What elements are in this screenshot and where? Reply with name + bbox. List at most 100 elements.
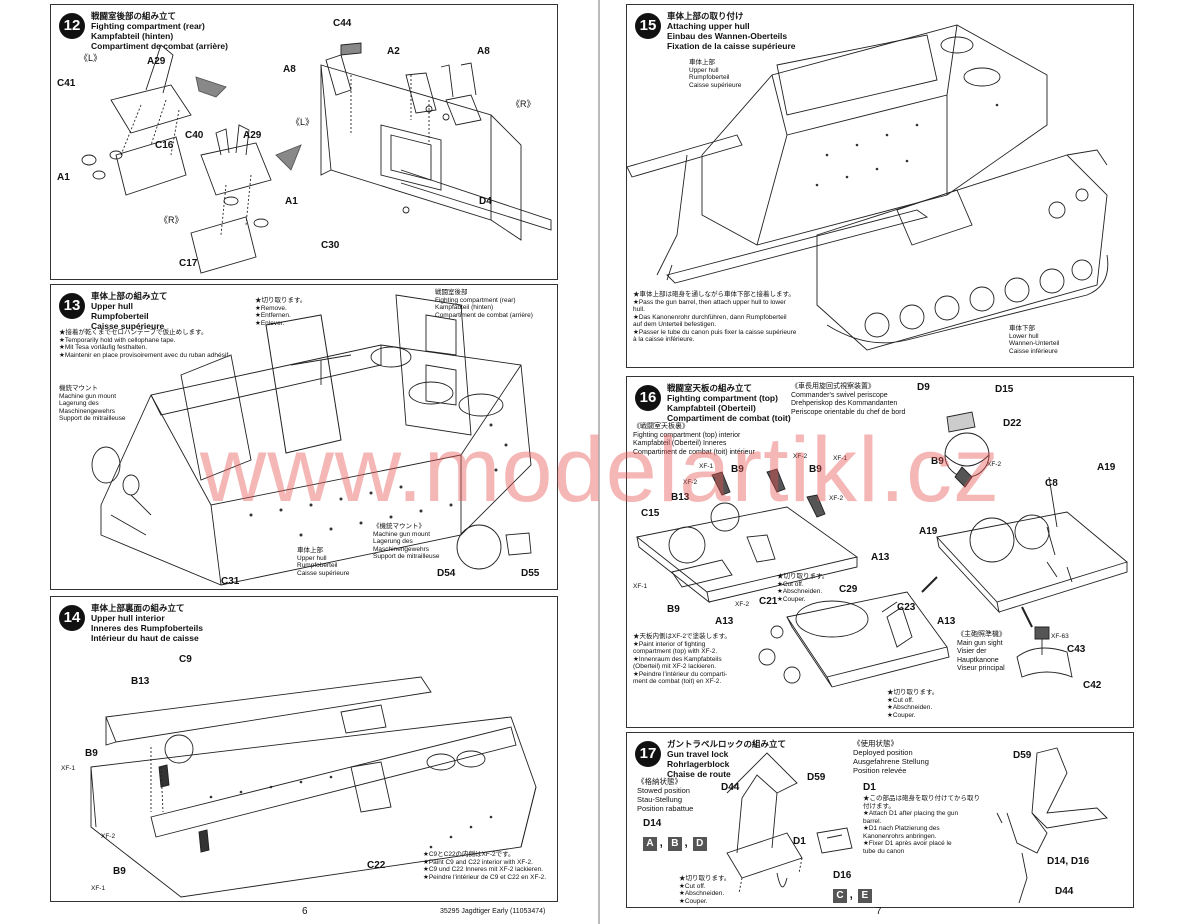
step-13-drawing	[51, 285, 558, 590]
paint-code: XF-2	[683, 479, 698, 486]
paint-note: ★C9とC22の内側はXF-2です。★Paint C9 and C22 inte…	[423, 851, 547, 881]
paint-code: XF-63	[1051, 633, 1069, 640]
part-label: D22	[1003, 418, 1022, 429]
paint-note: ★天板内側はXF-2で塗装します。★Paint interior of figh…	[633, 633, 731, 685]
part-label: D54	[437, 568, 456, 579]
part-label: B9	[931, 456, 944, 467]
part-label: A19	[919, 526, 938, 537]
page-gutter	[598, 0, 600, 924]
part-label: D4	[479, 196, 492, 207]
left-side-label: 《L》	[291, 117, 315, 127]
step-14-drawing	[51, 597, 558, 902]
part-label: C44	[333, 18, 352, 29]
right-side-label: 《R》	[511, 99, 536, 109]
letter-codes-abd: A, B, D	[643, 833, 709, 851]
part-label: C30	[321, 240, 340, 251]
part-label: D59	[1013, 750, 1032, 761]
part-label: A13	[715, 616, 734, 627]
part-label: C42	[1083, 680, 1102, 691]
paint-code: XF-2	[829, 495, 844, 502]
part-label: C15	[641, 508, 660, 519]
part-label: B13	[131, 676, 150, 687]
part-label: C8	[1045, 478, 1058, 489]
step-number: 16	[635, 385, 661, 411]
d1-note: ★この部品は砲身を取り付けてから取り付けます。 ★Attach D1 after…	[863, 795, 980, 855]
part-label: D1	[793, 836, 806, 847]
tape-note: ★接着が乾くまでセロハンテープで仮止めします。★Temporarily hold…	[59, 329, 230, 359]
part-label: B9	[809, 464, 822, 475]
paint-code: XF-2	[793, 453, 808, 460]
step-number: 12	[59, 13, 85, 39]
paint-code: XF-1	[91, 885, 106, 892]
part-label: A8	[477, 46, 490, 57]
part-label: A29	[243, 130, 262, 141]
paint-code: XF-2	[735, 601, 750, 608]
part-label: C41	[57, 78, 76, 89]
part-label: B9	[113, 866, 126, 877]
part-label: A1	[285, 196, 298, 207]
part-label: B9	[731, 464, 744, 475]
part-label: C31	[221, 576, 240, 587]
step-number: 14	[59, 605, 85, 631]
part-label: D1	[863, 782, 876, 793]
part-label: C22	[367, 860, 386, 871]
part-label: C9	[179, 654, 192, 665]
paint-code: XF-1	[833, 455, 848, 462]
step-12-drawing	[51, 5, 558, 280]
part-label: C40	[185, 130, 204, 141]
deployed-note: 《使用状態》Deployed position Ausgefahrene Ste…	[853, 739, 929, 775]
part-label: C21	[759, 596, 778, 607]
part-label: D14, D16	[1047, 856, 1090, 867]
paint-code: XF-2	[987, 461, 1002, 468]
step-number: 15	[635, 13, 661, 39]
part-label: D9	[917, 382, 930, 393]
part-label: A1	[57, 172, 70, 183]
part-label: D14	[643, 818, 662, 829]
part-label: C16	[155, 140, 174, 151]
part-label: D44	[721, 782, 740, 793]
part-label: C29	[839, 584, 858, 595]
part-label: A13	[937, 616, 956, 627]
periscope-note: 《車長用旋回式視察装置》Commander's swivel periscope…	[791, 383, 906, 416]
part-label: C23	[897, 602, 916, 613]
step-17-drawing	[627, 733, 1134, 908]
page-number-left: 6	[302, 906, 308, 917]
part-label: B9	[85, 748, 98, 759]
assembly-note: ★車体上部は砲身を通しながら車体下部と接着します。★Pass the gun b…	[633, 291, 797, 343]
paint-code: XF-1	[633, 583, 648, 590]
part-label: A8	[283, 64, 296, 75]
step-number: 13	[59, 293, 85, 319]
part-label: D16	[833, 870, 852, 881]
step-number: 17	[635, 741, 661, 767]
cut-off-note: ★切り取ります。★Cut off. ★Abschneiden.★Couper.	[777, 573, 829, 603]
part-label: B13	[671, 492, 690, 503]
paint-code: XF-1	[699, 463, 714, 470]
page-number-right: 7	[876, 906, 882, 917]
kit-code: 35295 Jagdtiger Early (11053474)	[440, 908, 546, 915]
part-label: D59	[807, 772, 826, 783]
part-label: D44	[1055, 886, 1074, 897]
step-15-drawing	[627, 5, 1134, 368]
right-side-label: 《R》	[159, 215, 184, 225]
part-label: A19	[1097, 462, 1116, 473]
part-label: C17	[179, 258, 198, 269]
cut-off-note: ★切り取ります。★Cut off. ★Abschneiden.★Couper.	[679, 875, 731, 905]
step-16-drawing	[627, 377, 1134, 728]
remove-note: ★切り取ります。★Remove. ★Entfernen.★Enlever.	[255, 297, 307, 327]
